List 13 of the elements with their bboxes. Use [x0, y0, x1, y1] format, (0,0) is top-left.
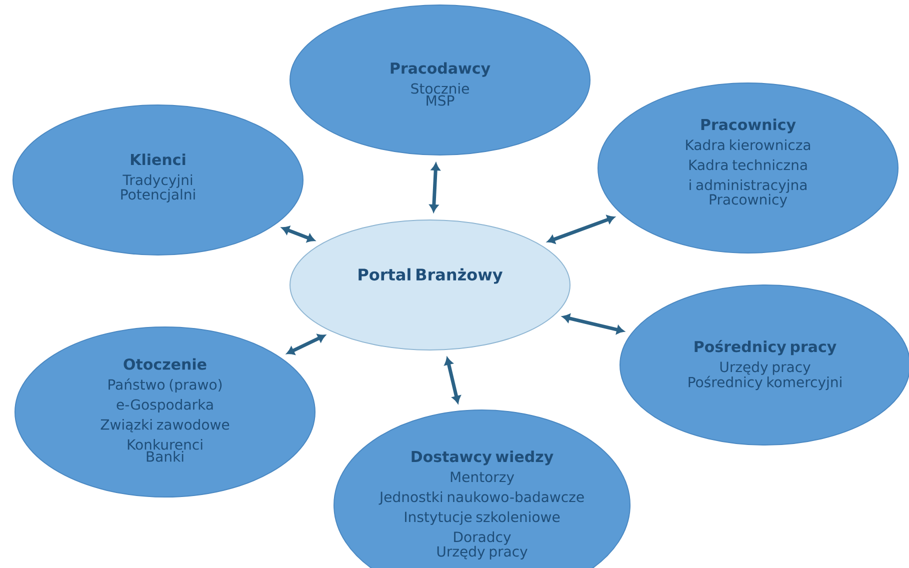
double-arrow	[282, 226, 315, 242]
ellipse-node: Pracodawcy Stocznie MSP	[290, 4, 590, 156]
ellipse-node: Pośrednicy pracy Urzędy pracy Pośrednicy komercyjni	[620, 284, 909, 446]
ellipse-node: Portal Branżowy	[290, 220, 570, 350]
double-arrow	[444, 357, 461, 404]
double-arrow	[562, 314, 624, 334]
ellipse-node: Dostawcy wiedzy Mentorzy Jednostki naukowo-badawcze Instytucje szkoleniowe Doradcy Urzędy pracy	[334, 410, 630, 568]
double-arrow	[286, 334, 326, 355]
double-arrow	[547, 215, 615, 244]
ellipse-node: Pracownicy Kadra kierownicza Kadra techniczna i administracyjna Pracownicy	[598, 82, 898, 254]
ellipse-node: Otoczenie Państwo (prawo) e-Gospodarka Związki zawodowe Konkurenci Banki	[14, 326, 316, 498]
double-arrow	[430, 162, 440, 212]
ellipse-node: Klienci Tradycyjni Potencjalni	[12, 104, 304, 256]
